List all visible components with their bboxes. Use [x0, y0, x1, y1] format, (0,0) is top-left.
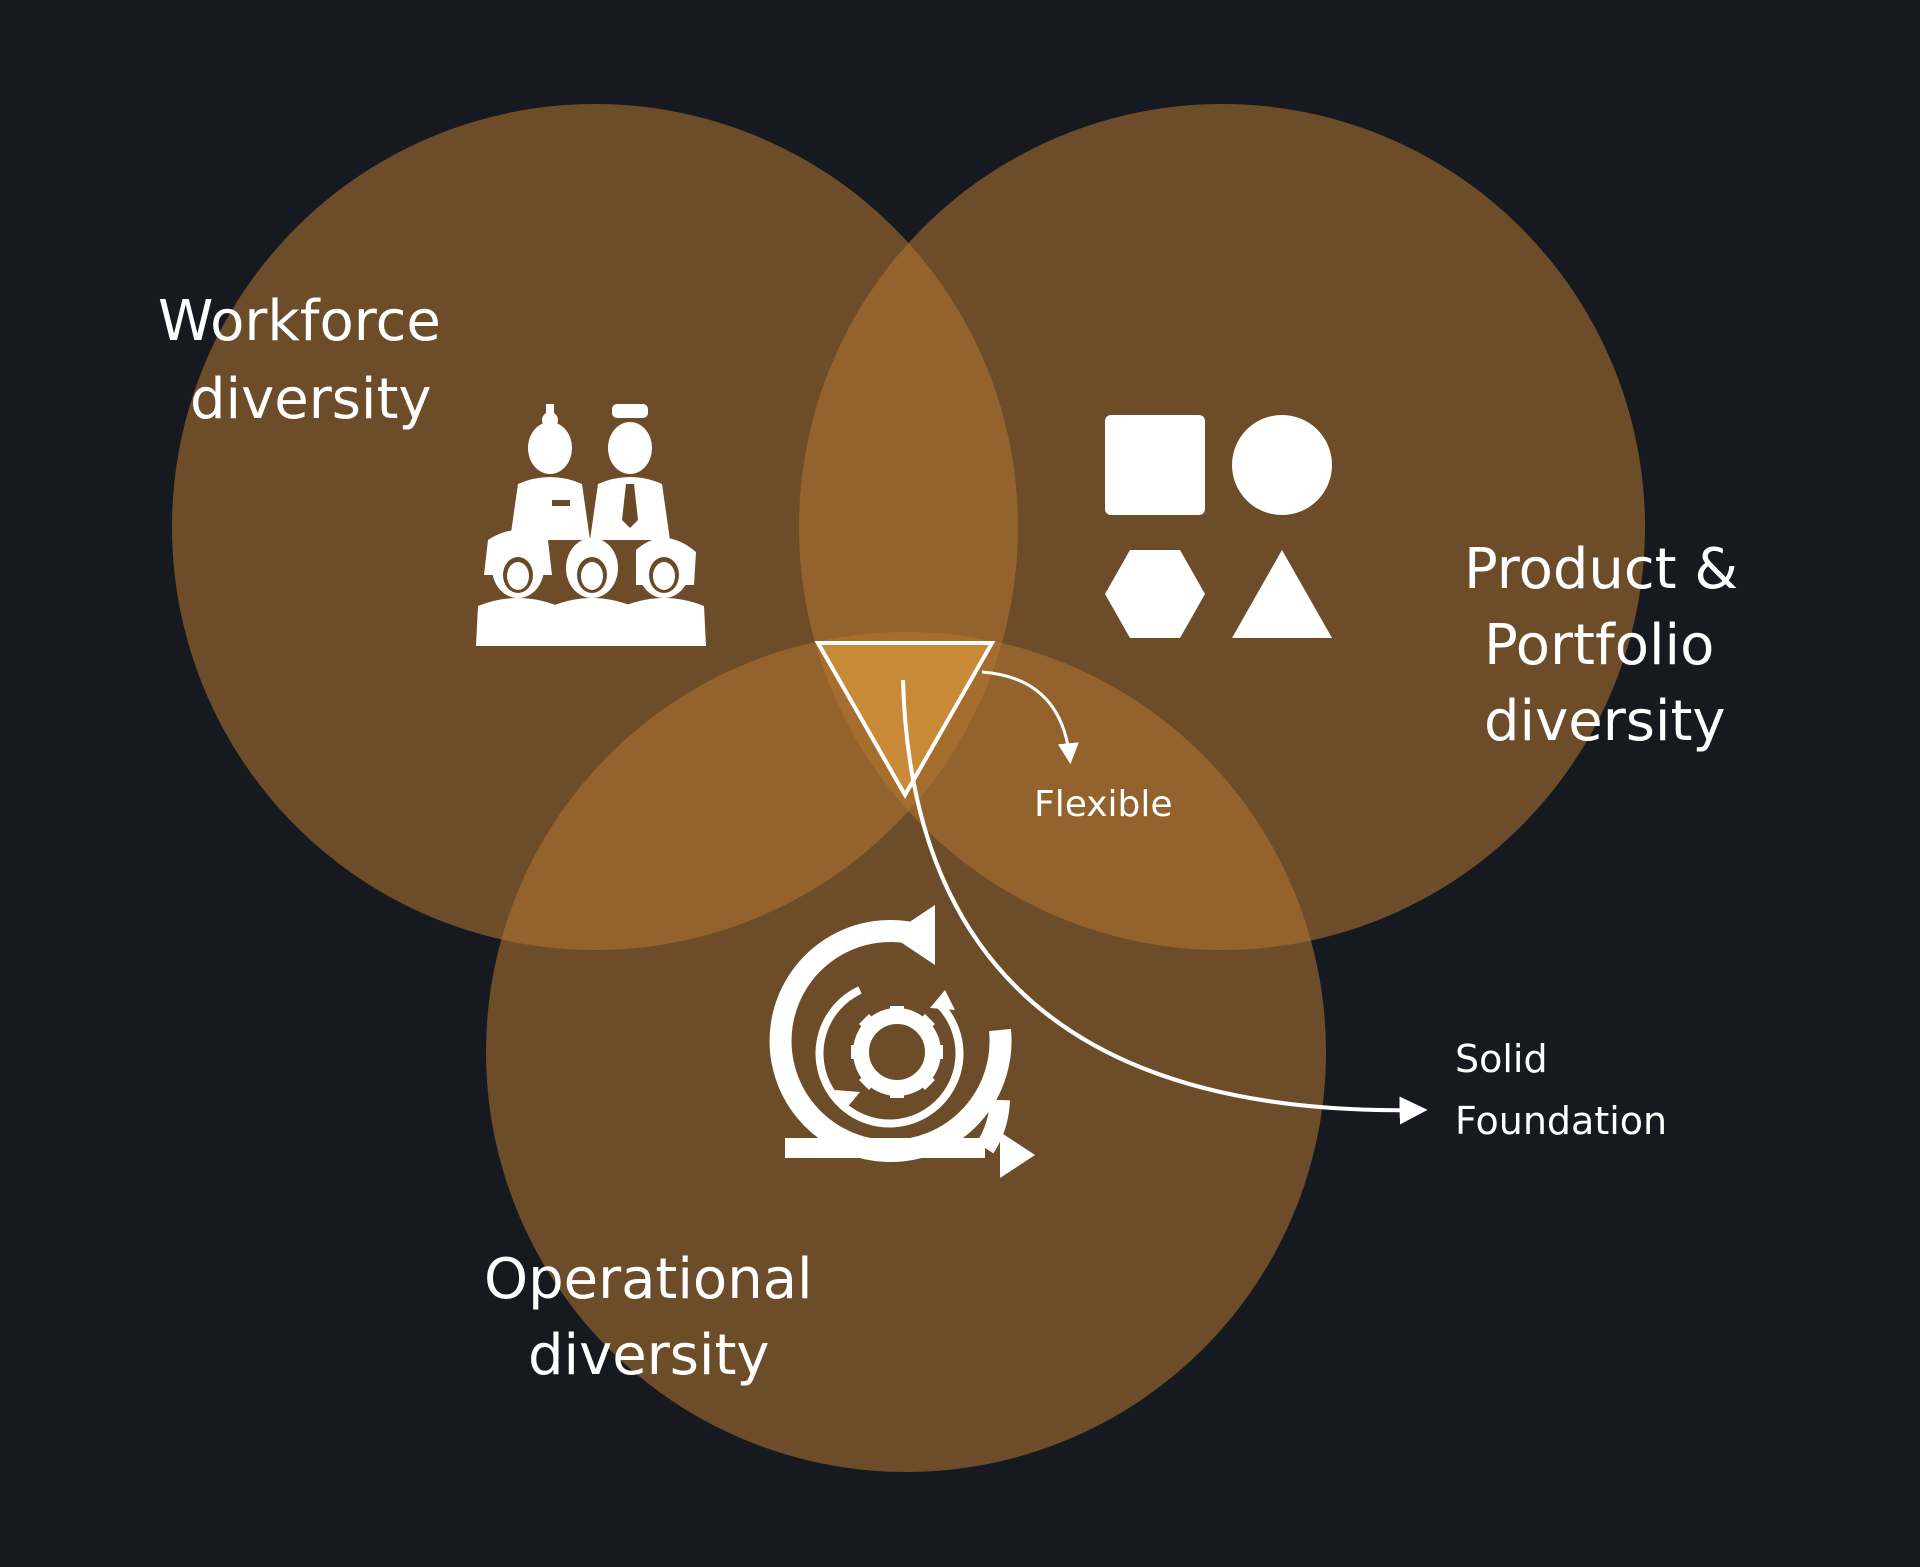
- operational-label-line: diversity: [528, 1323, 770, 1388]
- product-label: Product & Portfolio diversity: [1464, 537, 1756, 754]
- gear-cycle-icon: [769, 905, 1035, 1178]
- triangle-shape: [1232, 550, 1332, 638]
- workforce-label-line: diversity: [190, 367, 432, 432]
- product-label-line: diversity: [1484, 689, 1726, 754]
- product-label-line: Product &: [1464, 537, 1738, 602]
- circle-shape: [1232, 415, 1332, 515]
- operational-label-line: Operational: [484, 1247, 813, 1312]
- solid-foundation-label: Solid Foundation: [1455, 1037, 1667, 1143]
- product-label-line: Portfolio: [1484, 613, 1714, 678]
- solid-foundation-line: Foundation: [1455, 1099, 1667, 1143]
- flexible-label: Flexible: [1034, 784, 1173, 825]
- square-shape: [1105, 415, 1205, 515]
- shapes-icon: [1105, 415, 1332, 638]
- workforce-label-line: Workforce: [158, 289, 441, 354]
- operational-label: Operational diversity: [484, 1247, 830, 1388]
- workforce-label: Workforce diversity: [158, 289, 459, 432]
- hexagon-shape: [1105, 550, 1205, 638]
- solid-foundation-arrow: [901, 679, 1428, 1125]
- flexible-arrow: [981, 670, 1079, 765]
- operational-circle: [486, 632, 1326, 1472]
- people-group-icon: [476, 404, 706, 646]
- solid-foundation-line: Solid: [1455, 1037, 1548, 1081]
- circles-group: [172, 104, 1645, 1472]
